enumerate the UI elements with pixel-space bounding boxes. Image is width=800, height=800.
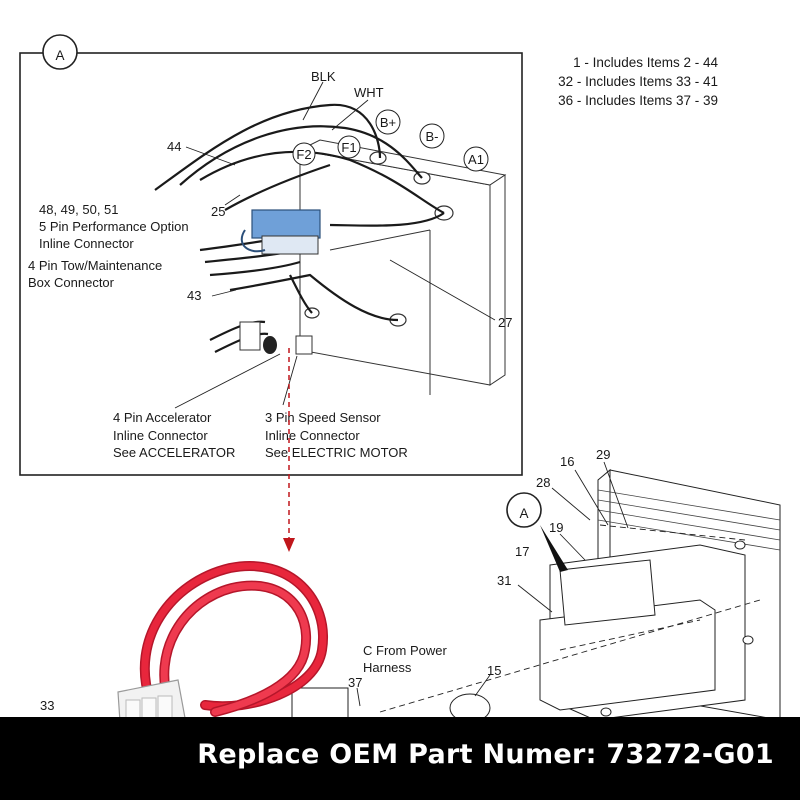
power-harness-line2: Harness [363,660,412,675]
banner-text: Replace OEM Part Numer: 73272-G01 [197,739,774,770]
callout-tow-line1: 4 Pin Tow/Maintenance [28,258,162,273]
performance-connector [240,209,321,255]
grommet [263,336,277,354]
terminal-labels [292,109,489,172]
item-19: 19 [549,520,563,535]
power-harness-line1: C From Power [363,643,447,658]
callout-25: 25 [211,204,225,219]
note-line: 36 - Includes Items 37 - 39 [558,93,718,108]
part-number-banner: Replace OEM Part Numer: 73272-G01 [0,717,800,800]
callout-accel-line1: 4 Pin Accelerator [113,410,212,425]
detail-marker-circle [42,34,78,70]
assembly-marker-arrow [540,525,568,572]
callout-perf-line2: Inline Connector [39,236,134,251]
terminal-b-minus: B- [426,129,439,144]
terminal-f1: F1 [341,140,356,155]
terminal-f2: F2 [296,147,311,162]
terminal-b-plus: B+ [380,115,396,130]
assembly-leaders [356,461,629,707]
callout-accel-line2: Inline Connector [113,428,208,443]
wire-label-blk: BLK [311,69,336,84]
note-line: 1 - Includes Items 2 - 44 [573,55,718,70]
detail-wires [154,103,445,353]
callout-speed-line3: See ELECTRIC MOTOR [265,445,408,460]
callout-tow-line2: Box Connector [28,275,115,290]
detail-marker: A [55,48,64,63]
item-16: 16 [560,454,574,469]
assembly-wires [379,524,761,713]
callout-speed-line2: Inline Connector [265,428,360,443]
callout-27: 27 [498,315,512,330]
pointer-arrow [283,348,295,552]
callout-accel-line3: See ACCELERATOR [113,445,235,460]
accelerator-connector [239,321,313,355]
item-28: 28 [536,475,550,490]
note-line: 32 - Includes Items 33 - 41 [558,74,718,89]
callout-speed-line1: 3 Pin Speed Sensor [265,410,381,425]
callout-perf-items: 48, 49, 50, 51 [39,202,119,217]
notes-block: 1 - Includes Items 2 - 44 32 - Includes … [548,53,788,110]
assembly-marker-circle [506,492,542,528]
callout-43: 43 [187,288,201,303]
callout-44: 44 [167,139,181,154]
assembly-marker: A [519,506,528,521]
controller-assembly [291,468,781,723]
wire-label-wht: WHT [354,85,384,100]
callout-perf-line1: 5 Pin Performance Option [39,219,189,234]
item-17: 17 [515,544,529,559]
terminal-a1: A1 [468,152,484,167]
item-29: 29 [596,447,610,462]
item-15: 15 [487,663,501,678]
item-31: 31 [497,573,511,588]
detail-frame [19,52,523,476]
item-37: 37 [348,675,362,690]
detail-leaders [174,81,496,409]
item-33: 33 [40,698,54,713]
